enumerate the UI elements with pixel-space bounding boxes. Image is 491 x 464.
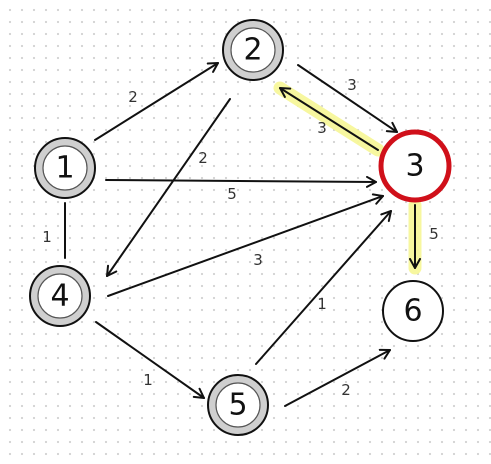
node-6[interactable]: 6 bbox=[382, 280, 444, 342]
edge-weight-4-5: 1 bbox=[143, 371, 153, 389]
edge-5-6 bbox=[284, 348, 391, 407]
edge-1-2 bbox=[94, 62, 219, 141]
node-5[interactable]: 5 bbox=[207, 374, 269, 436]
node-label: 6 bbox=[403, 294, 422, 329]
edge-weight-3-2: 3 bbox=[317, 119, 327, 137]
node-label: 3 bbox=[405, 149, 424, 184]
edge-weight-3-6: 5 bbox=[429, 225, 439, 243]
edge-weight-2-4: 2 bbox=[198, 149, 208, 167]
node-inner-circle bbox=[42, 145, 88, 191]
node-2[interactable]: 2 bbox=[222, 19, 284, 81]
node-label: 2 bbox=[243, 33, 262, 68]
edge-weight-1-2: 2 bbox=[128, 88, 138, 106]
node-4[interactable]: 4 bbox=[29, 265, 91, 327]
edge-weight-5-6: 2 bbox=[341, 381, 351, 399]
edge-weight-1-4: 1 bbox=[42, 228, 52, 246]
edge-5-3 bbox=[255, 210, 392, 365]
node-inner-circle bbox=[37, 273, 83, 319]
edge-weight-5-3: 1 bbox=[317, 295, 327, 313]
node-label: 4 bbox=[50, 279, 69, 314]
edge-4-5 bbox=[95, 321, 205, 399]
node-1[interactable]: 1 bbox=[34, 137, 96, 199]
node-3[interactable]: 3 bbox=[378, 129, 452, 203]
edge-2-3 bbox=[297, 64, 398, 133]
node-label: 5 bbox=[228, 388, 247, 423]
edge-3-2 bbox=[279, 87, 379, 151]
node-circle bbox=[382, 280, 444, 342]
edge-weight-1-3: 5 bbox=[227, 185, 237, 203]
edge-4-3 bbox=[107, 193, 384, 297]
edge-1-3 bbox=[105, 175, 377, 188]
current-node-ring bbox=[378, 129, 452, 203]
node-inner-circle bbox=[230, 27, 276, 73]
node-label: 1 bbox=[55, 151, 74, 186]
edge-2-4 bbox=[106, 98, 231, 277]
edge-weight-2-3: 3 bbox=[347, 76, 357, 94]
node-inner-circle bbox=[215, 382, 261, 428]
edge-weight-4-3: 3 bbox=[253, 251, 263, 269]
